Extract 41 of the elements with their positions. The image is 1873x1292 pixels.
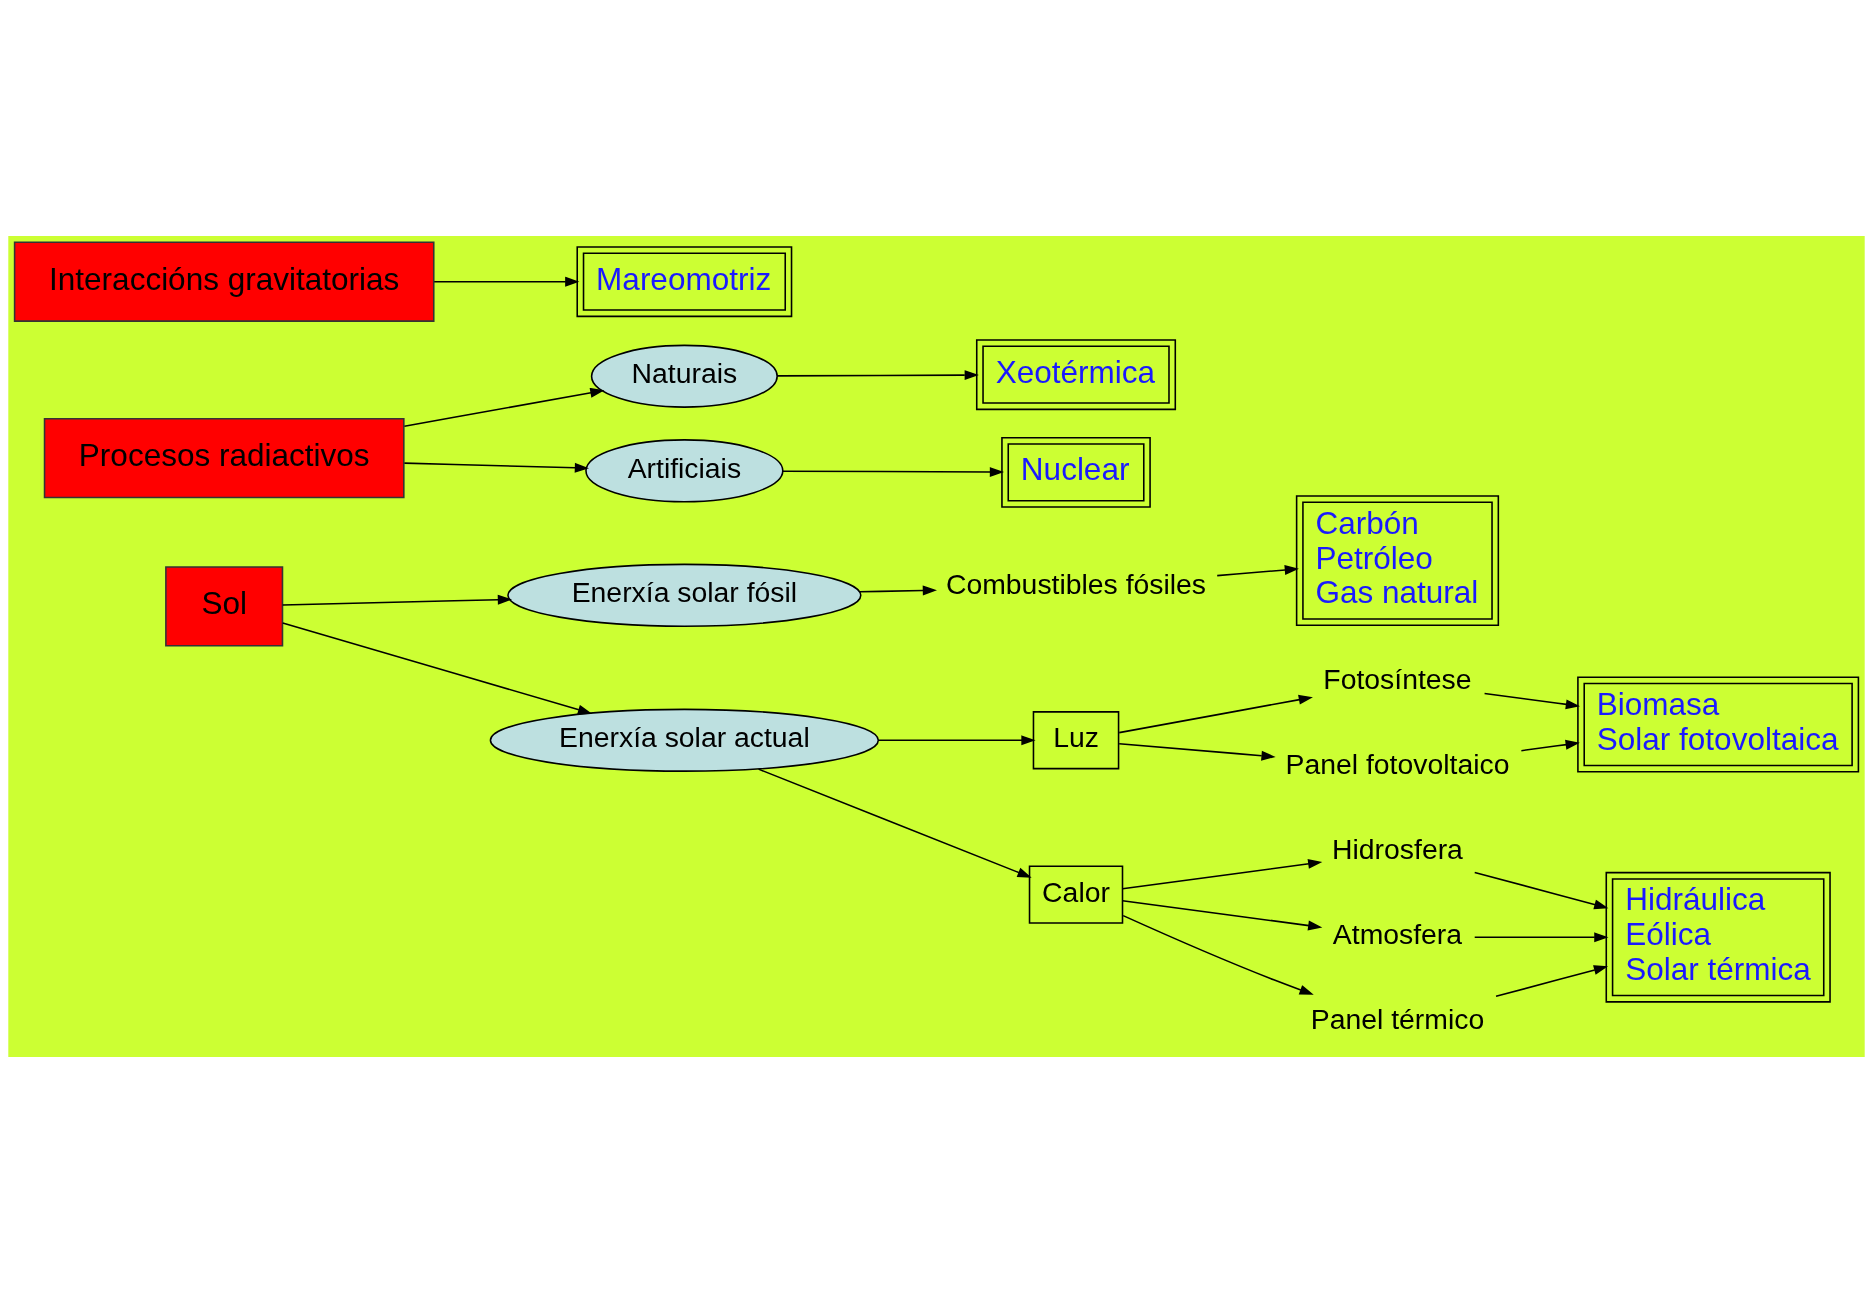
arrow	[403, 461, 589, 473]
node-box: Luz	[1032, 710, 1120, 769]
node-box: Mareomotriz	[576, 245, 793, 317]
arrow	[1121, 858, 1323, 889]
arrow	[281, 621, 593, 714]
node-box: Calor	[1028, 865, 1124, 924]
node-box: Nuclear	[1001, 436, 1151, 508]
arrow	[1520, 739, 1580, 751]
node-box: Xeotérmica	[975, 338, 1177, 410]
arrow	[1495, 964, 1609, 997]
node-text: Hidrosfera	[1332, 832, 1463, 865]
node-text: Panel fotovoltaico	[1285, 747, 1510, 780]
node-text: Panel térmico	[1310, 1002, 1485, 1035]
node-box: Interaccións gravitatorias	[13, 241, 435, 322]
node-box: Hidráulica Eólica Solar térmica	[1605, 871, 1831, 1003]
node-box: Procesos radiactivos	[43, 417, 405, 498]
node-ellipse: Enerxía solar actual	[489, 708, 880, 772]
arrow	[1473, 871, 1609, 909]
node-box: Biomasa Solar fotovoltaica	[1577, 675, 1860, 773]
node-text: Fotosíntese	[1323, 662, 1472, 695]
arrow	[281, 594, 512, 606]
node-box: Sol	[165, 565, 284, 646]
arrow	[1122, 914, 1314, 995]
arrow	[433, 276, 580, 287]
arrow	[757, 767, 1032, 878]
arrow	[1118, 742, 1276, 761]
arrow	[877, 734, 1036, 745]
arrow	[1118, 694, 1313, 733]
node-ellipse: Artificiais	[585, 438, 784, 502]
arrow	[1483, 692, 1580, 709]
arrow	[781, 466, 1005, 477]
arrow	[858, 585, 937, 595]
arrow	[1216, 564, 1299, 576]
node-box: Carbón Petróleo Gas natural	[1295, 494, 1500, 626]
arrow	[1473, 931, 1609, 942]
arrow	[1121, 899, 1323, 930]
arrow	[776, 369, 979, 380]
arrow	[403, 387, 605, 427]
node-text: Combustibles fósiles	[945, 567, 1207, 600]
node-text: Atmosfera	[1332, 917, 1463, 950]
node-ellipse: Enerxía solar fósil	[507, 563, 862, 627]
